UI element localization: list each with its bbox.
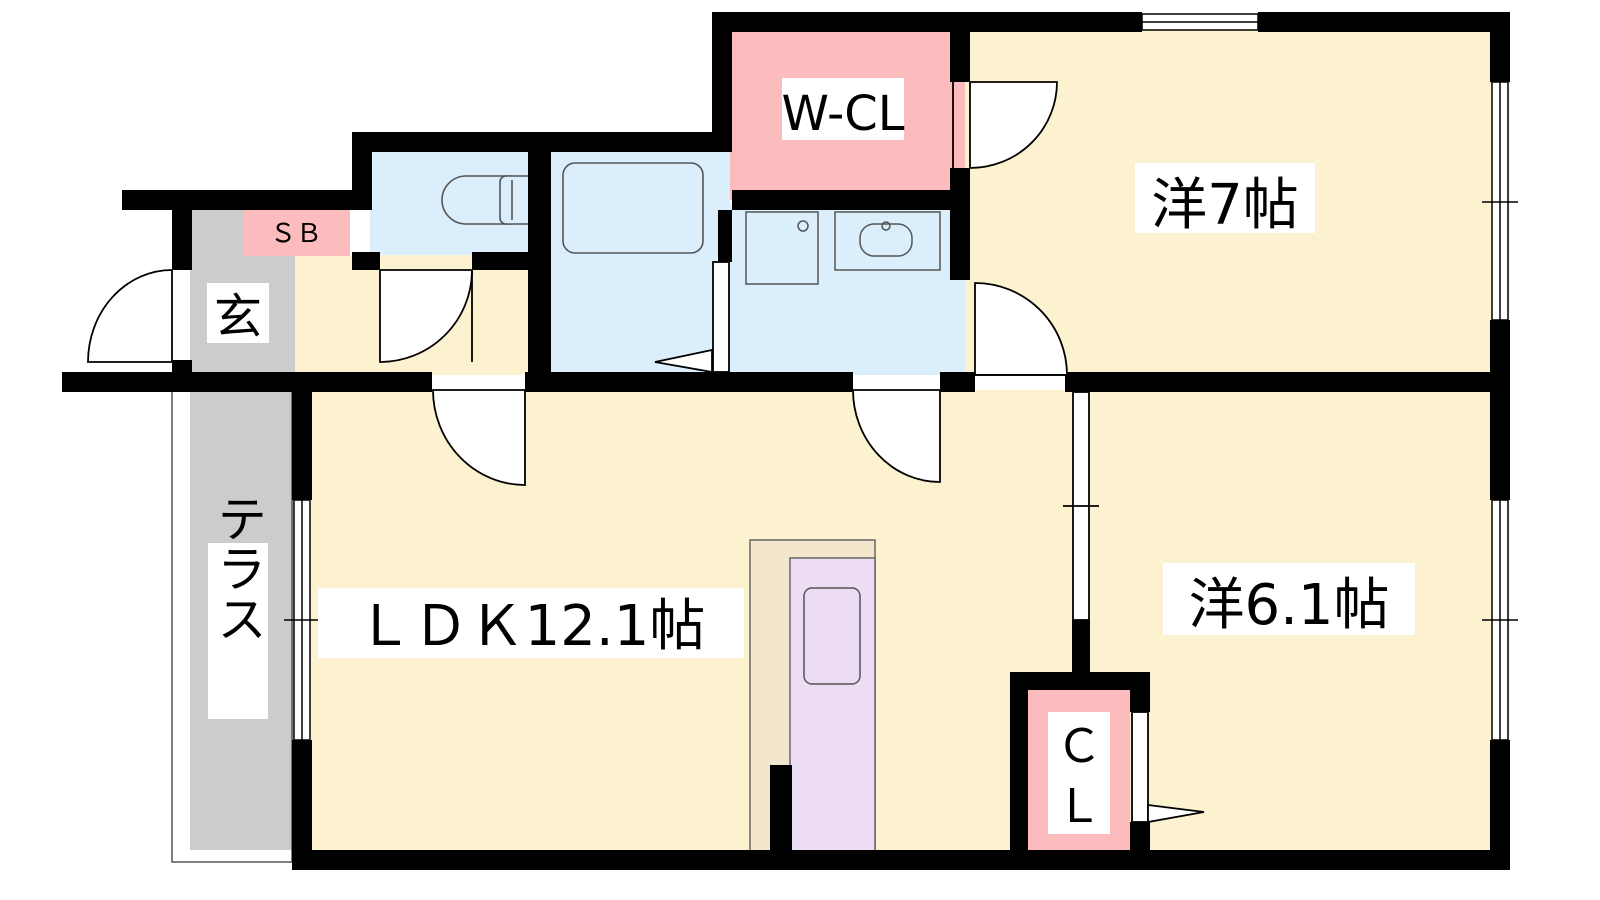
shoe-box-fill bbox=[243, 210, 350, 256]
bedroom-south-label: 洋6.1帖 bbox=[1188, 573, 1389, 638]
closet-label-bg bbox=[1048, 712, 1110, 834]
windows bbox=[284, 13, 1518, 741]
closet-label-bottom: Ｌ bbox=[1056, 779, 1102, 833]
ldk-label-bg bbox=[318, 588, 744, 658]
walls bbox=[62, 12, 1510, 870]
bedroom-north-label-bg bbox=[1135, 163, 1315, 233]
entrance-label-bg bbox=[207, 283, 269, 343]
toilet-fixture bbox=[441, 175, 535, 225]
bedroom-north-label: 洋7帖 bbox=[1151, 173, 1299, 238]
entrance-label: 玄 bbox=[214, 289, 262, 345]
washing-machine-space bbox=[745, 211, 819, 285]
shoe-box-label: ＳＢ bbox=[270, 219, 322, 249]
closet-label-top: Ｃ bbox=[1056, 719, 1102, 773]
kitchen-sink bbox=[803, 587, 861, 685]
bedroom-south-label-bg bbox=[1163, 563, 1415, 635]
washroom-floor bbox=[730, 205, 965, 375]
doors bbox=[87, 81, 1205, 824]
terrace-label: テラス bbox=[209, 493, 267, 643]
ldk-label: ＬＤＫ12.1帖 bbox=[357, 594, 706, 659]
bathtub bbox=[562, 162, 704, 254]
wash-basin bbox=[834, 211, 941, 271]
terrace-label-bg bbox=[208, 543, 268, 719]
walk-in-closet-label: W-CL bbox=[781, 86, 904, 142]
wcl-label-bg bbox=[782, 78, 904, 140]
